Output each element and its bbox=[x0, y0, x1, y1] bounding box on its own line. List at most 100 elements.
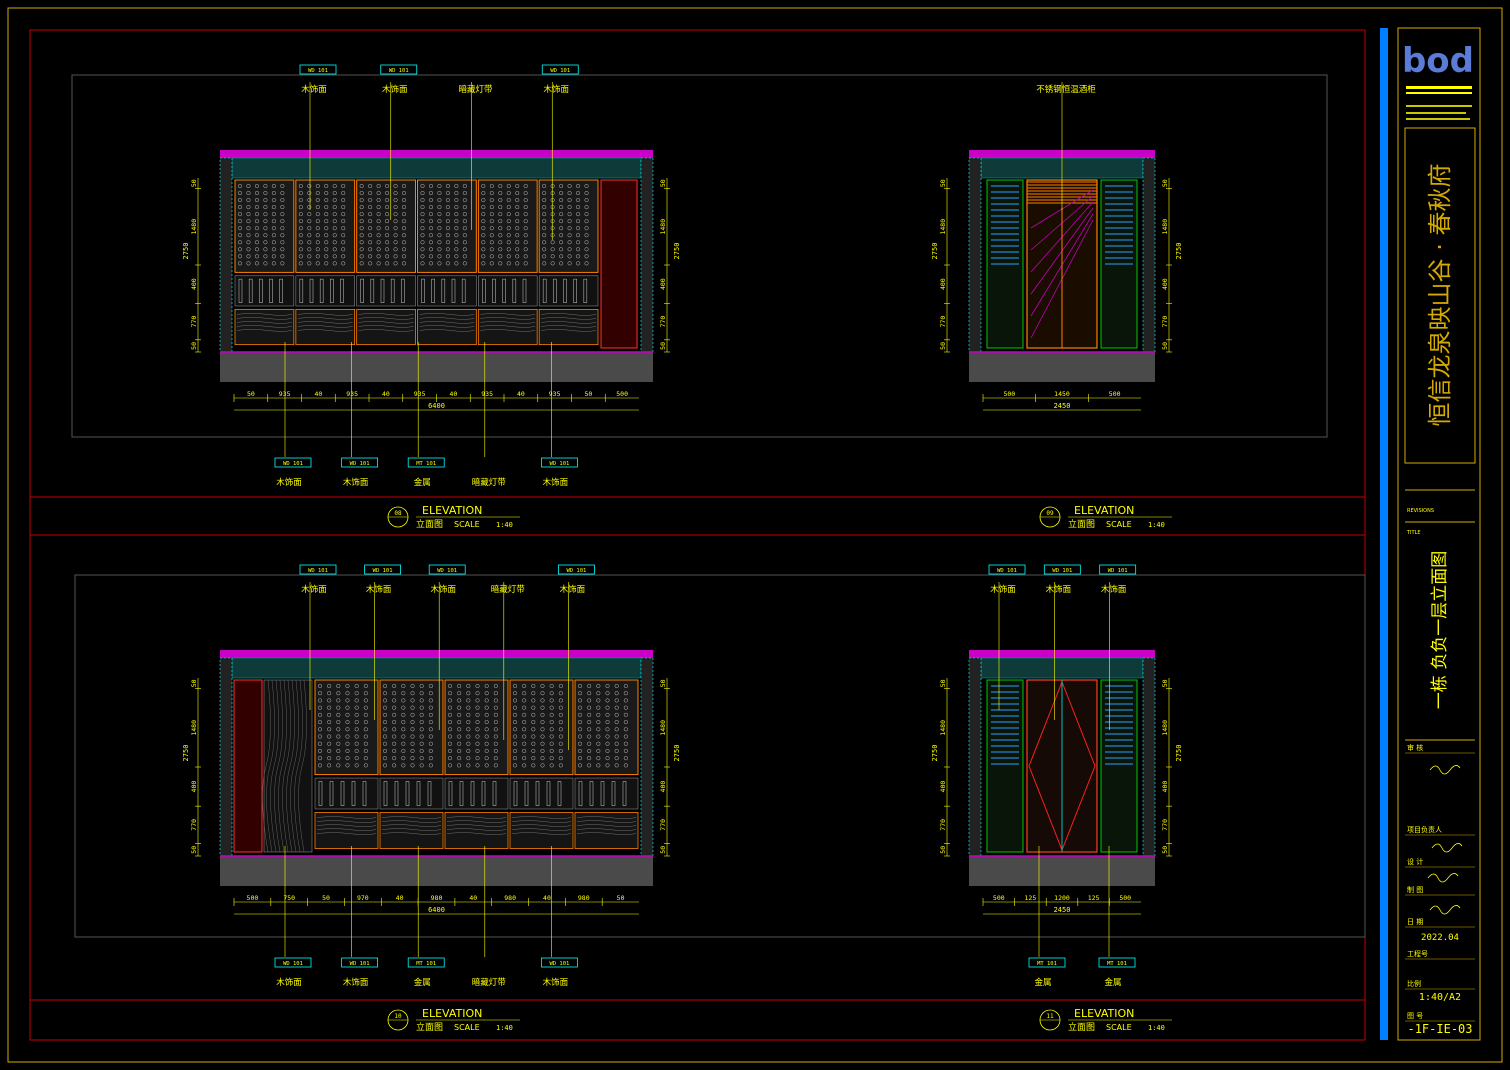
bottle-slot bbox=[542, 183, 547, 189]
bottle-slot bbox=[475, 712, 480, 717]
bottle-slot bbox=[484, 748, 489, 754]
bottle-slot bbox=[489, 233, 494, 238]
vertical-dimension-label: 50 bbox=[190, 342, 198, 350]
vertical-dimension-label: 400 bbox=[939, 781, 947, 793]
bottle-slot bbox=[614, 741, 619, 746]
tag-description: 木饰面 bbox=[543, 477, 569, 488]
tag-description: 不锈钢恒温酒柜 bbox=[1036, 84, 1096, 95]
wine-rack-upper bbox=[234, 179, 295, 273]
red-cabinet bbox=[233, 679, 263, 853]
bottle-slot bbox=[540, 705, 545, 710]
bottle-slot bbox=[345, 698, 350, 703]
bottle-slot bbox=[498, 205, 503, 210]
tag-box bbox=[541, 457, 578, 468]
bottle-slot bbox=[454, 205, 459, 210]
view-subtitle: 立面图 bbox=[1068, 518, 1095, 530]
bottle-slot bbox=[428, 698, 433, 703]
bottle-slot bbox=[523, 183, 528, 189]
bottle-slot bbox=[341, 240, 346, 245]
bottle bbox=[441, 278, 446, 303]
bottle-slot bbox=[576, 240, 581, 245]
bottle-slot bbox=[385, 183, 390, 189]
bottle-slot bbox=[363, 691, 368, 696]
wood-grain bbox=[266, 679, 275, 853]
bottle-slot bbox=[445, 205, 450, 210]
project-name: 恒信龙泉映山谷 · 春秋府 bbox=[1426, 164, 1454, 427]
bottle-slot bbox=[368, 219, 373, 224]
dimension-label: 40 bbox=[543, 894, 551, 902]
tag-box bbox=[1098, 957, 1136, 968]
bottle-slot bbox=[392, 763, 397, 768]
bottle-slot bbox=[522, 741, 527, 746]
dimension-label: 980 bbox=[504, 894, 516, 902]
bottle-slot bbox=[376, 183, 381, 189]
bottle-slot bbox=[271, 247, 276, 252]
view-subtitle: 立面图 bbox=[416, 518, 443, 530]
bottle-slot bbox=[577, 741, 583, 746]
bottle-slot bbox=[410, 698, 415, 703]
bottle-slot bbox=[437, 254, 442, 259]
bottle bbox=[535, 781, 540, 806]
bottle-slot bbox=[576, 183, 581, 189]
bottle-slot bbox=[584, 183, 589, 189]
bottle-slot bbox=[506, 205, 511, 210]
bottle-slot bbox=[254, 254, 259, 259]
bottle-slot bbox=[401, 183, 407, 189]
vertical-dimension-label: 1480 bbox=[190, 219, 198, 235]
bottle-slot bbox=[484, 741, 489, 746]
bottle-slot bbox=[393, 198, 398, 203]
wood-grain bbox=[316, 820, 377, 823]
bottle-slot bbox=[368, 212, 373, 217]
bottle-slot bbox=[341, 190, 346, 196]
bottle-slot bbox=[549, 763, 554, 768]
bottle-display bbox=[574, 777, 639, 810]
bottle-slot bbox=[577, 748, 583, 754]
bottle-slot bbox=[298, 190, 303, 196]
bottle-slot bbox=[577, 698, 583, 703]
bottle-slot bbox=[498, 240, 503, 245]
bottle-slot bbox=[315, 233, 320, 238]
vertical-dimension-label: 770 bbox=[939, 819, 947, 831]
dimension-label: 500 bbox=[1003, 390, 1015, 398]
bottle-slot bbox=[558, 727, 563, 732]
bottle-slot bbox=[506, 240, 511, 245]
bottle-slot bbox=[515, 190, 520, 196]
tag-code: WD 101 bbox=[373, 568, 393, 574]
dimension-label: 50 bbox=[322, 894, 330, 902]
bottle-slot bbox=[454, 226, 459, 231]
bottle-slot bbox=[437, 190, 442, 196]
bottle-slot bbox=[428, 763, 433, 768]
bottle-slot bbox=[550, 233, 555, 238]
bottle-slot bbox=[410, 756, 415, 761]
bottle-slot bbox=[336, 741, 341, 746]
bottle-slot bbox=[559, 212, 564, 217]
bottle-slot bbox=[393, 226, 398, 231]
bottle bbox=[370, 278, 375, 303]
title-block-row-label: 制 图 bbox=[1407, 885, 1423, 894]
bottle-slot bbox=[280, 261, 285, 266]
bottle-slot bbox=[540, 756, 545, 761]
bottle-slot bbox=[271, 183, 276, 189]
bottle-slot bbox=[454, 219, 459, 224]
vertical-dimension-label: 1480 bbox=[939, 219, 947, 235]
bottle-slot bbox=[359, 240, 364, 245]
bottle-slot bbox=[484, 720, 489, 725]
signature bbox=[1431, 843, 1463, 853]
vertical-dimension-label: 400 bbox=[190, 278, 198, 290]
bottle-slot bbox=[576, 247, 581, 252]
bottle-slot bbox=[493, 741, 498, 746]
bottle-slot bbox=[605, 698, 610, 703]
bottle-slot bbox=[336, 712, 341, 717]
bottle-slot bbox=[401, 705, 406, 710]
wood-grain bbox=[576, 816, 637, 819]
bottle-slot bbox=[376, 226, 381, 231]
bottle bbox=[578, 781, 583, 806]
bottle-slot bbox=[523, 240, 528, 245]
bottle-slot bbox=[359, 226, 364, 231]
bottle-slot bbox=[623, 763, 628, 768]
bottle-slot bbox=[363, 756, 368, 761]
bottle-slot bbox=[512, 734, 518, 739]
vertical-dimension-label: 50 bbox=[659, 179, 667, 187]
